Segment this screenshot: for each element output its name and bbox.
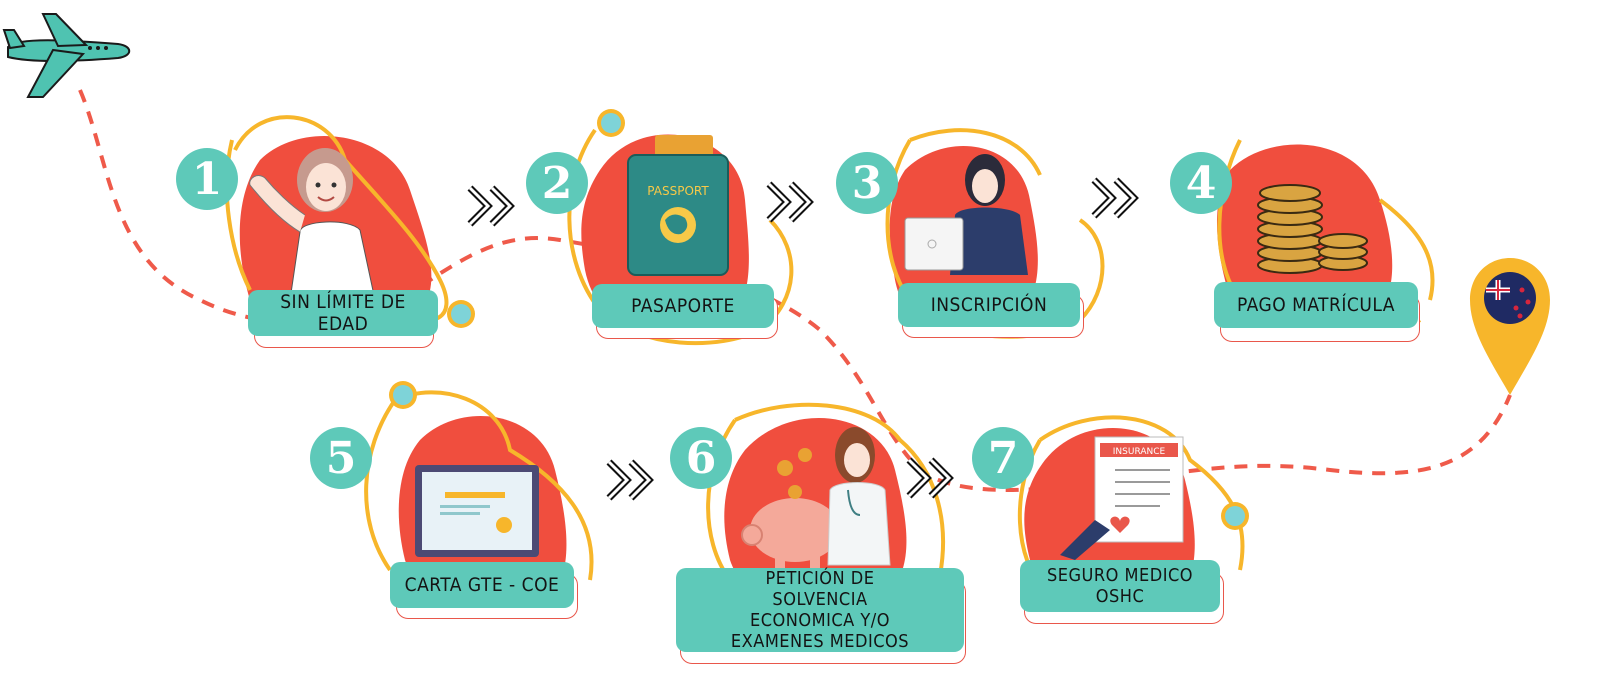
step-1-label: SIN LÍMITE DE EDAD	[248, 290, 438, 336]
step-6-number: 6	[670, 427, 732, 489]
step-6-label-line: PETICIÓN DE	[765, 568, 875, 589]
step-7-label: SEGURO MEDICO OSHC	[1020, 560, 1220, 612]
step-2-label: PASAPORTE	[592, 284, 774, 328]
chevron-double-icon	[467, 185, 515, 227]
step-6-label-line: EXAMENES MEDICOS	[730, 631, 910, 652]
step-6-art	[706, 402, 945, 615]
map-pin-icon	[1470, 258, 1550, 395]
step-6-label-line: ECONOMICA Y/O	[749, 610, 890, 631]
insurance-text: INSURANCE	[1113, 447, 1166, 457]
passport-text: PASSPORT	[647, 184, 709, 198]
chevron-double-icon	[906, 457, 954, 499]
step-1-number: 1	[176, 148, 238, 210]
step-6-label-line: SOLVENCIA	[772, 589, 868, 610]
step-4-label: PAGO MATRÍCULA	[1214, 282, 1418, 328]
chevron-double-icon	[606, 459, 654, 501]
chevron-double-icon	[1091, 177, 1139, 219]
step-5-label: CARTA GTE - COE	[390, 562, 574, 608]
step-3-number: 3	[836, 152, 898, 214]
step-7-number: 7	[972, 427, 1034, 489]
step-4-number: 4	[1170, 152, 1232, 214]
dashed-route-path	[78, 89, 1512, 492]
step-3-label: INSCRIPCIÓN	[898, 283, 1080, 327]
chevron-double-icon	[766, 181, 814, 223]
step-2-number: 2	[526, 152, 588, 214]
airplane-icon	[2, 13, 131, 98]
step-5-number: 5	[310, 427, 372, 489]
step-6-label: PETICIÓN DE SOLVENCIA ECONOMICA Y/O EXAM…	[676, 568, 964, 652]
